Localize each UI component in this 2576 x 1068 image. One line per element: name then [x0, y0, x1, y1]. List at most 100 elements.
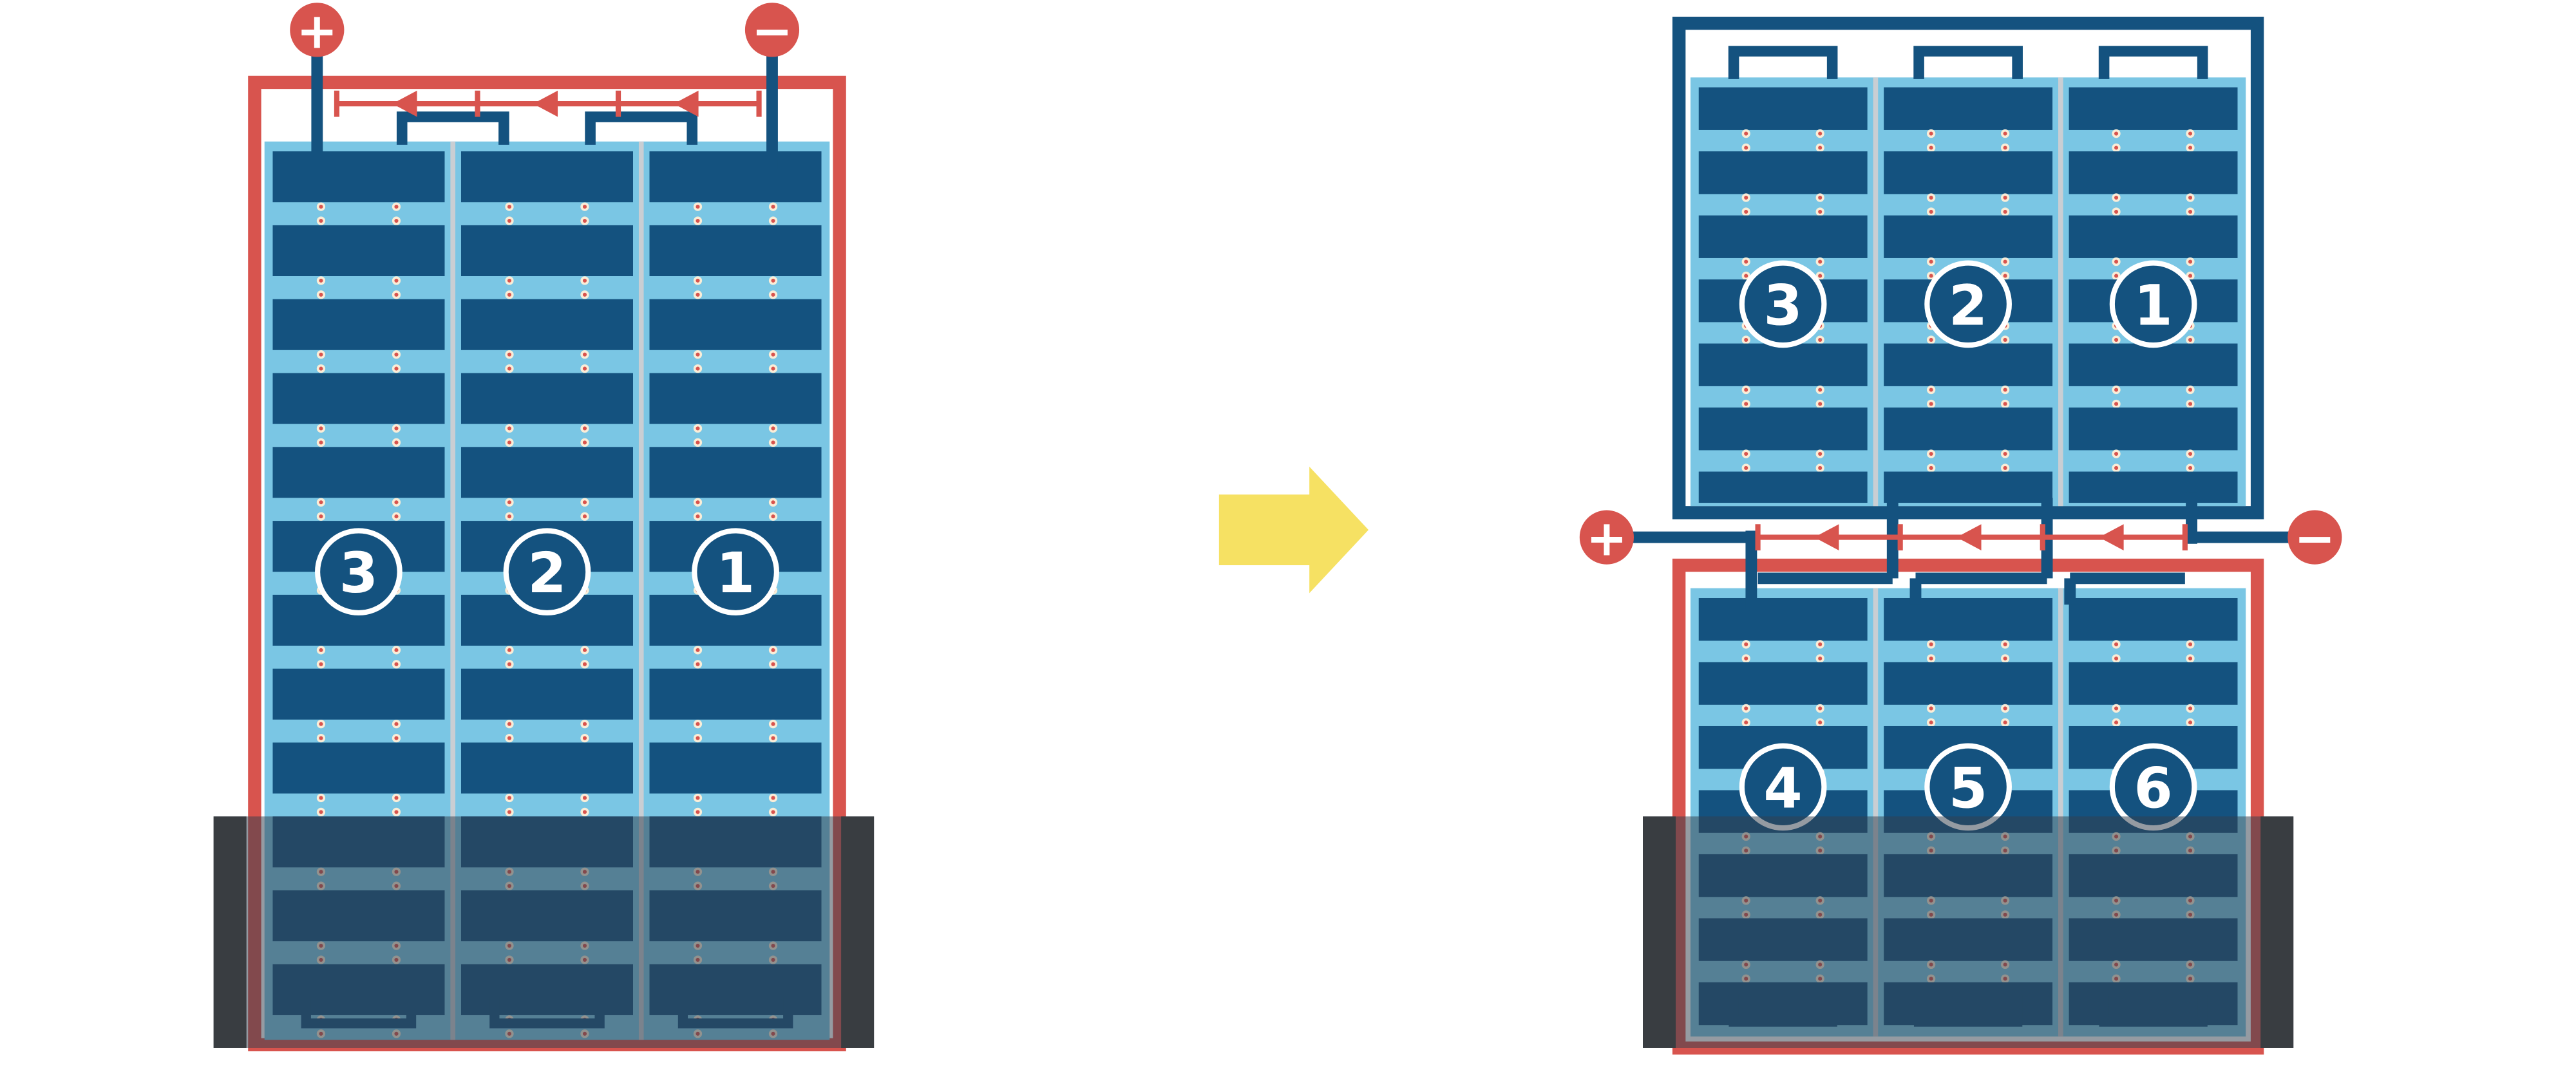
solar-cell — [272, 225, 445, 276]
solder-dot-core — [394, 796, 399, 800]
solder-dot-core — [582, 810, 587, 814]
solder-dot-core — [1929, 706, 1933, 711]
solder-dot-core — [1744, 274, 1748, 278]
plus-icon: + — [296, 3, 337, 60]
solder-dot-core — [1929, 402, 1933, 406]
diode-arrow-icon — [392, 90, 417, 117]
diode-arrow-icon — [674, 90, 699, 117]
solder-dot-core — [2003, 259, 2007, 264]
solar-cell — [1698, 662, 1868, 705]
solder-dot-core — [507, 440, 512, 445]
badge-circle — [1924, 260, 2012, 348]
solder-dot-core — [319, 426, 323, 431]
solder-dot-core — [771, 366, 775, 371]
string-badge: 6 — [2109, 743, 2197, 831]
solder-dot-core — [319, 662, 323, 666]
solder-dot-core — [507, 662, 512, 666]
solder-dot-core — [1744, 656, 1748, 660]
solder-dot-core — [582, 278, 587, 283]
terminal-positive: + — [290, 3, 345, 60]
solder-dot-core — [2114, 451, 2119, 456]
solar-cell — [2069, 662, 2238, 705]
interconnect-bracket — [1913, 46, 2023, 79]
solder-dot-core — [319, 292, 323, 297]
shade-region — [1643, 816, 2294, 1048]
solder-dot-core — [2188, 145, 2193, 150]
minus-icon: − — [2294, 511, 2335, 568]
badge-circle — [2109, 260, 2197, 348]
solder-dot-core — [319, 440, 323, 445]
solder-dot-core — [696, 648, 700, 652]
solder-dot-core — [1818, 465, 1823, 471]
top-wiring — [1728, 46, 2208, 79]
solder-dot-core — [2003, 274, 2007, 278]
string-badge: 3 — [1739, 260, 1827, 348]
solder-dot-core — [2114, 388, 2119, 392]
solder-dot-core — [2188, 337, 2193, 342]
badge-label: 1 — [2134, 273, 2172, 338]
solder-dot-core — [1929, 720, 1933, 725]
string-badge: 1 — [692, 528, 779, 616]
badge-label: 2 — [1949, 273, 1987, 338]
solder-dot-core — [1818, 195, 1823, 200]
solder-dot-core — [2114, 274, 2119, 278]
solar-cell — [1884, 471, 2053, 503]
solder-dot-core — [319, 722, 323, 726]
solder-dot-core — [2003, 465, 2007, 471]
solder-dot-core — [696, 366, 700, 371]
solar-cell — [272, 447, 445, 498]
solder-dot-core — [394, 722, 399, 726]
solder-dot-core — [696, 205, 700, 209]
solar-cell — [2069, 151, 2238, 194]
solar-cell — [649, 447, 822, 498]
solder-dot-core — [1929, 131, 1933, 136]
solder-dot-core — [2188, 656, 2193, 660]
interconnect-bracket — [2098, 46, 2208, 79]
solder-dot-core — [1929, 209, 1933, 214]
solder-dot-core — [2114, 259, 2119, 264]
string-badge: 4 — [1739, 743, 1827, 831]
solar-cell — [1698, 215, 1868, 258]
solder-dot-core — [2114, 145, 2119, 150]
solar-cell — [1884, 662, 2053, 705]
solder-dot-core — [507, 292, 512, 297]
solar-cell — [1884, 215, 2053, 258]
column-divider — [2058, 588, 2063, 1037]
solder-dot-core — [582, 218, 587, 223]
solder-dot-core — [771, 662, 775, 666]
solder-dot-core — [507, 736, 512, 740]
solder-dot-core — [582, 736, 587, 740]
solder-dot-core — [394, 426, 399, 431]
solar-cell — [2069, 215, 2238, 258]
badge-label: 5 — [1949, 756, 1987, 821]
column-divider — [450, 141, 456, 1040]
solder-dot-core — [2188, 274, 2193, 278]
solder-dot-core — [1818, 402, 1823, 406]
solder-dot-core — [2188, 388, 2193, 392]
solder-dot-core — [1818, 642, 1823, 646]
solar-cell — [460, 151, 633, 203]
solder-dot-core — [507, 722, 512, 726]
terminal-negative-circle — [744, 3, 800, 57]
diode-arrow-icon — [2099, 524, 2124, 551]
solder-dot-core — [507, 500, 512, 505]
solar-cell — [1698, 343, 1868, 386]
solar-cell — [649, 742, 822, 794]
solder-dot-core — [696, 514, 700, 519]
solder-dot-core — [1744, 337, 1748, 342]
solder-dot-core — [582, 426, 587, 431]
solder-dot-core — [319, 205, 323, 209]
solder-dot-core — [696, 500, 700, 505]
solder-dot-core — [696, 796, 700, 800]
interconnect-bracket — [396, 111, 509, 145]
badge-label: 3 — [1763, 273, 1802, 338]
solder-dot-core — [771, 648, 775, 652]
solder-dot-core — [319, 810, 323, 814]
solder-dot-core — [394, 278, 399, 283]
solder-dot-core — [394, 440, 399, 445]
solar-cell — [2069, 87, 2238, 130]
solder-dot-core — [1818, 145, 1823, 150]
solder-dot-core — [582, 352, 587, 357]
